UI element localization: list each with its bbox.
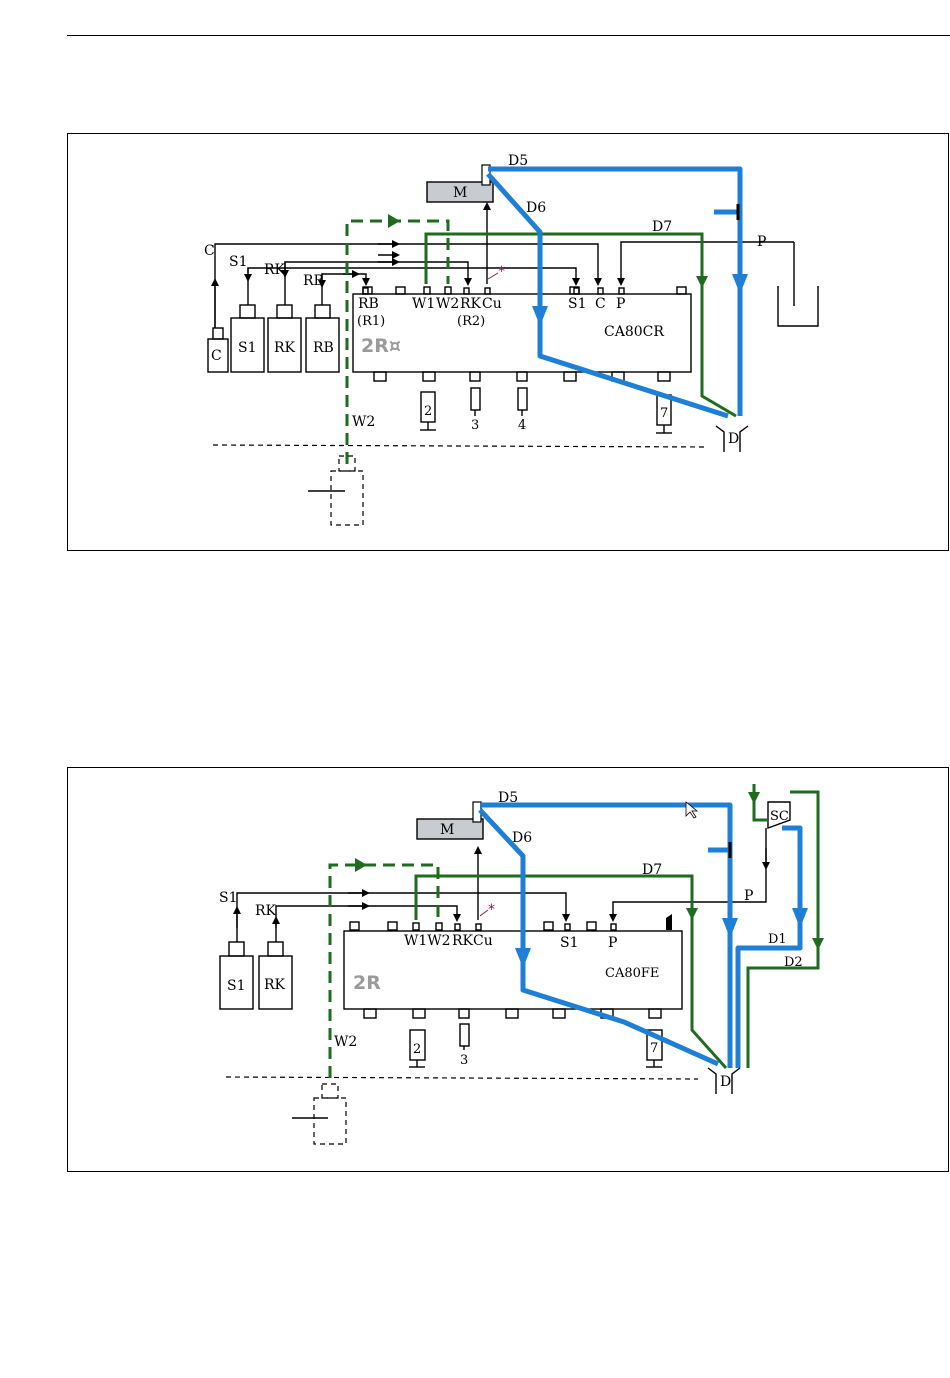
water-arrow [388, 214, 400, 228]
bottle-rb-label: RB [313, 340, 334, 356]
module-m-label: M [453, 185, 467, 201]
diagram-2-canvas: 2 3 7 2R CA80FE W1W2 RK Cu S1 P S1 RK [68, 768, 950, 1173]
diagram-1-canvas: 2 3 4 7 2R¤ CA80CR RB W1 W2 RK Cu S1 C P… [68, 134, 950, 552]
floor-line [213, 445, 708, 447]
model-label: CA80CR [604, 324, 664, 340]
bottle-s1-label: S1 [238, 340, 257, 356]
drain-label: D [728, 431, 739, 447]
pump-7: 7 [656, 395, 672, 433]
pump-3-label: 3 [460, 1053, 468, 1068]
bottle-c-label: C [211, 348, 222, 364]
water-container [292, 1084, 346, 1144]
port-cu-label: Cu [473, 933, 493, 949]
bottle-rk: RK [259, 942, 292, 1009]
bottle-rk-label: RK [264, 977, 286, 993]
port-r2-label: (R2) [457, 314, 485, 329]
reagent-lines [237, 828, 766, 942]
drain-funnel: D [716, 426, 748, 452]
pump-2-label: 2 [413, 1042, 421, 1057]
logo-2r: 2R [353, 972, 381, 994]
pump-2: 2 [409, 1030, 425, 1067]
port-nipples [363, 287, 624, 294]
port-rb-label: RB [358, 296, 379, 312]
sc-unit: SC [768, 802, 790, 828]
asterisk-marker: * [488, 902, 495, 918]
port-rk-label: RK [460, 296, 482, 312]
model-label: CA80FE [605, 966, 659, 981]
line-c-label: C [204, 243, 215, 259]
page-top-rule [67, 35, 950, 36]
port-rk-label: RK [452, 933, 474, 949]
bottle-rb: RB [306, 305, 339, 372]
sample-container [778, 242, 818, 326]
port-r1-label: (R1) [357, 314, 385, 329]
bottle-s1-label: S1 [227, 978, 246, 994]
drain-label: D [720, 1074, 731, 1090]
line-d6-label: D6 [526, 200, 546, 216]
port-cu-label: Cu [482, 296, 502, 312]
pump-4: 4 [518, 388, 527, 433]
line-s1-label: S1 [219, 890, 238, 906]
line-p-label: P [757, 234, 766, 250]
line-rk-label: RK [264, 262, 286, 278]
port-c-label: C [595, 296, 606, 312]
diagram-2-frame: 2 3 7 2R CA80FE W1W2 RK Cu S1 P S1 RK [67, 767, 949, 1172]
port-p-label: P [616, 296, 625, 312]
analyzer-top-fittings [363, 287, 686, 294]
asterisk-marker: * [498, 264, 505, 280]
water-container [308, 456, 363, 525]
line-p-label: P [744, 888, 753, 904]
drain-funnel: D [708, 1068, 740, 1094]
bottle-s1: S1 [220, 942, 253, 1009]
port-s1-label: S1 [568, 296, 587, 312]
pump-3: 3 [471, 388, 480, 433]
port-p-label: P [608, 935, 617, 951]
pump-7-label: 7 [660, 406, 668, 421]
port-s1-label: S1 [560, 935, 579, 951]
port-w2-label: W2 [436, 296, 459, 312]
bottle-rk-label: RK [274, 340, 296, 356]
sc-label: SC [770, 809, 789, 824]
line-rb-label: RB [303, 273, 324, 289]
analyzer-bottom-fittings [374, 372, 670, 381]
pump-7-label: 7 [650, 1041, 658, 1056]
port-w1-label: W1 [412, 296, 435, 312]
diagram-1-frame: 2 3 4 7 2R¤ CA80CR RB W1 W2 RK Cu S1 C P… [67, 133, 949, 551]
port-w1w2-label: W1W2 [404, 933, 451, 949]
module-m-label: M [440, 822, 454, 838]
floor-line [226, 1077, 698, 1079]
analyzer-bottom-fittings [364, 1009, 661, 1018]
analyzer-top-fittings [350, 914, 672, 930]
bottle-c: C [208, 328, 228, 372]
line-w2-label: W2 [334, 1034, 357, 1050]
module-m: M [427, 165, 493, 202]
pump-2-label: 2 [424, 404, 432, 419]
pump-3: 3 [460, 1024, 469, 1068]
line-w2-label: W2 [352, 414, 375, 430]
bottle-s1: S1 [231, 305, 264, 372]
pump-4-label: 4 [518, 418, 526, 433]
port-nipples [413, 923, 616, 930]
logo-2r: 2R¤ [361, 335, 401, 357]
pump-2: 2 [420, 392, 436, 430]
line-s1-label: S1 [229, 254, 248, 270]
module-m: M [417, 802, 483, 839]
water-line-d2 [748, 792, 818, 1068]
pump-3-label: 3 [471, 418, 479, 433]
line-d2-label: D2 [784, 955, 803, 970]
sc-inlet [754, 784, 768, 820]
line-d6-label: D6 [512, 830, 532, 846]
bottle-rk: RK [268, 305, 301, 372]
line-d1-label: D1 [768, 932, 787, 947]
line-rk-label: RK [255, 903, 277, 919]
